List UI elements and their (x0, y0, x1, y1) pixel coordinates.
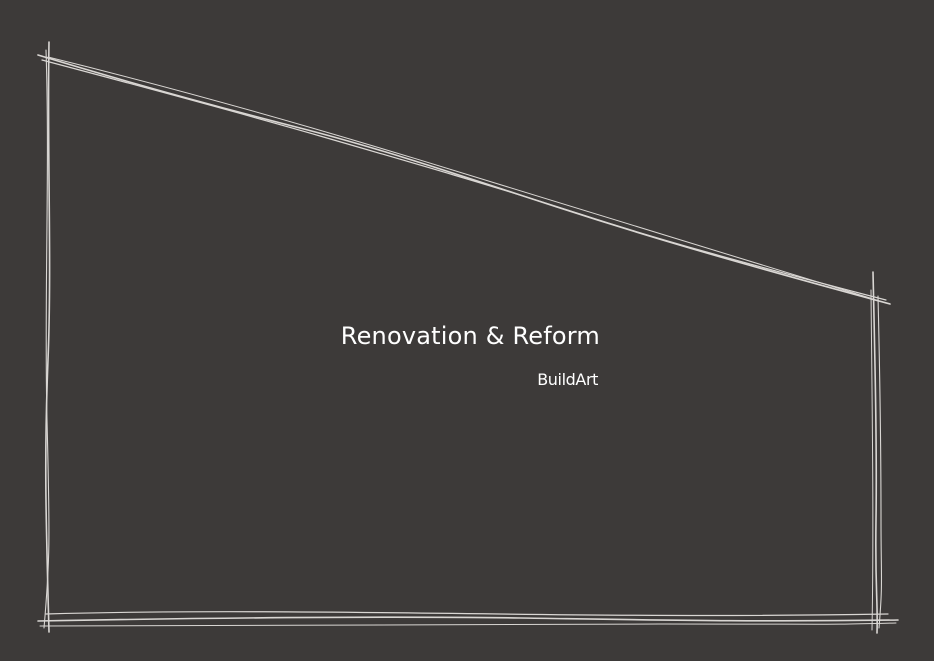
brand-name: BuildArt (537, 370, 598, 389)
floor-line-3 (39, 622, 897, 627)
left-wall-2 (43, 49, 50, 629)
page-title: Renovation & Reform (340, 322, 600, 350)
left-wall (44, 41, 51, 633)
right-wall (872, 271, 878, 634)
floor-line (37, 616, 899, 622)
right-wall-3 (870, 289, 874, 631)
floor-line-2 (45, 611, 889, 617)
roof-line (37, 54, 891, 305)
right-wall-2 (877, 295, 883, 629)
roof-line-2 (41, 59, 887, 301)
